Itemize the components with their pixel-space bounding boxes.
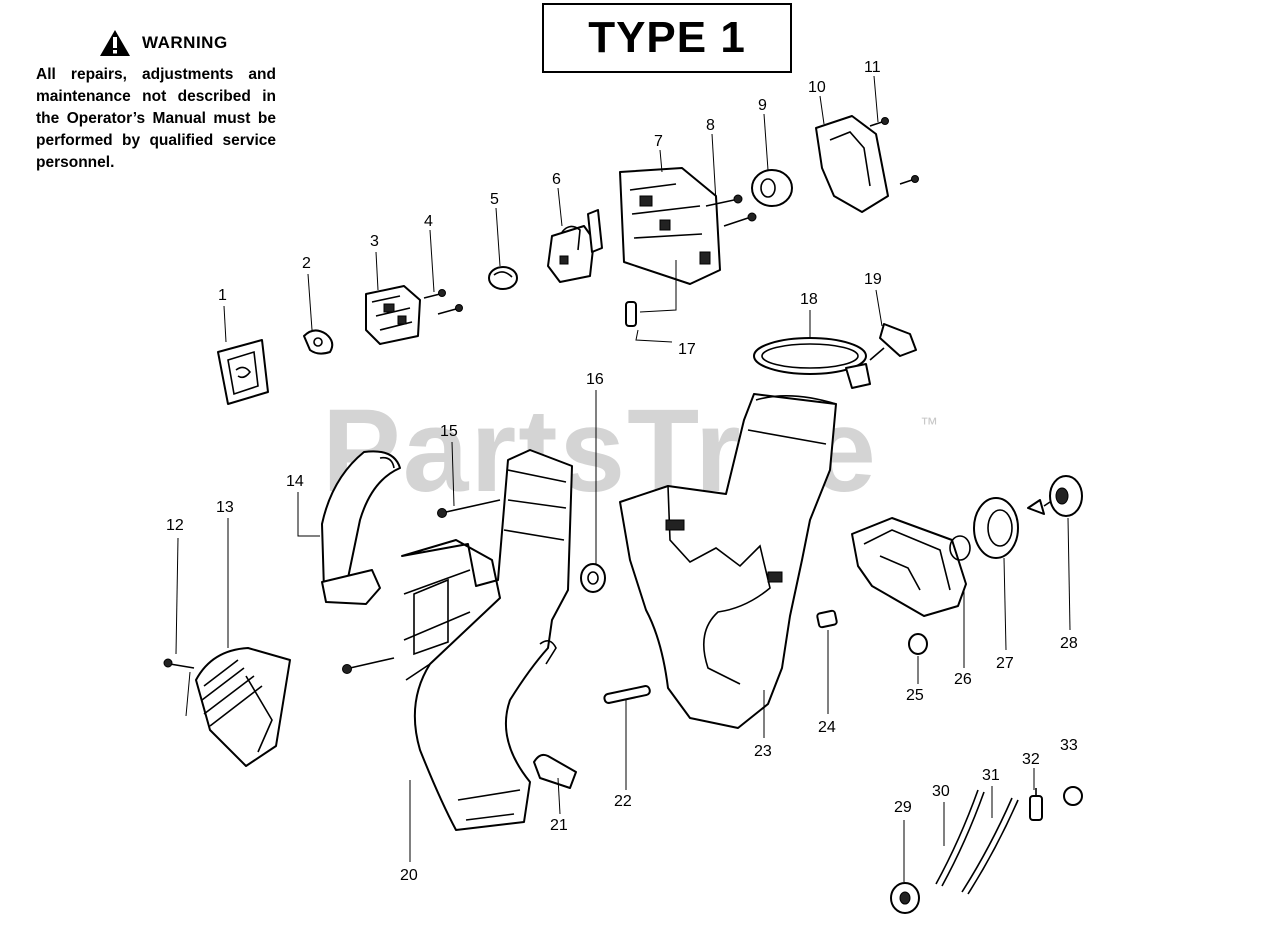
part-2-clip	[303, 329, 334, 355]
warning-text: All repairs, adjustments and maintenance…	[36, 66, 276, 171]
callout-26: 26	[954, 671, 972, 688]
warning-notice: WARNING All repairs, adjustments and mai…	[36, 28, 276, 174]
callout-17: 17	[678, 341, 696, 358]
part-32-fuel-filter	[1029, 788, 1043, 821]
callout-14: 14	[286, 473, 304, 490]
callout-31: 31	[982, 767, 1000, 784]
callout-33: 33	[1060, 737, 1078, 754]
callout-6: 6	[552, 171, 561, 188]
callout-30: 30	[932, 783, 950, 800]
callout-18: 18	[800, 291, 818, 308]
part-15-long-bolt	[437, 499, 501, 518]
callout-1: 1	[218, 287, 227, 304]
callout-23: 23	[754, 743, 772, 760]
callout-20: 20	[400, 867, 418, 884]
callout-labels: 1 2 3 4 5 6 7 8 9 10 11 12 13 14 15 16 1…	[166, 59, 1078, 884]
part-8-bolts	[705, 194, 757, 227]
callout-5: 5	[490, 191, 499, 208]
part-20-screw	[342, 664, 352, 674]
callout-3: 3	[370, 233, 379, 250]
part-10-shield	[815, 115, 889, 213]
part-23-right-housing	[619, 393, 837, 729]
part-24-clip	[816, 609, 838, 629]
part-18-clamp	[753, 337, 871, 389]
callout-28: 28	[1060, 635, 1078, 652]
part-33-grommet	[1063, 786, 1083, 806]
part-14-handle	[321, 450, 401, 605]
part-30-fuel-line	[935, 789, 985, 887]
part-19-knob	[869, 323, 917, 361]
callout-2: 2	[302, 255, 311, 272]
part-31-fuel-line	[961, 797, 1019, 895]
part-7-cover-plate	[619, 167, 721, 285]
callout-10: 10	[808, 79, 826, 96]
part-25-grommet	[908, 633, 928, 655]
watermark-trademark: ™	[920, 414, 938, 434]
part-13-filter-cover	[195, 647, 291, 767]
callout-11: 11	[864, 59, 881, 76]
warning-triangle-icon	[100, 30, 130, 56]
part-9-bearing	[751, 169, 793, 207]
type-title: TYPE 1	[588, 13, 746, 62]
callout-8: 8	[706, 117, 715, 134]
part-28-impeller	[1027, 475, 1083, 517]
callout-19: 19	[864, 271, 882, 288]
part-4-screws	[423, 289, 463, 315]
callout-25: 25	[906, 687, 924, 704]
part-27-seal	[973, 497, 1019, 559]
callout-16: 16	[586, 371, 604, 388]
callout-13: 13	[216, 499, 234, 516]
part-1-gasket	[217, 339, 269, 405]
warning-header: WARNING	[98, 28, 276, 58]
part-26-fan-housing	[851, 517, 971, 617]
callout-9: 9	[758, 97, 767, 114]
callout-4: 4	[424, 213, 433, 230]
part-6-bracket	[547, 209, 603, 283]
part-12-screw	[163, 658, 195, 717]
part-11-screws	[869, 117, 919, 185]
leader-lines	[175, 75, 1071, 882]
type-title-box: TYPE 1	[542, 3, 792, 73]
part-3-carburetor	[365, 285, 421, 345]
part-5-cap	[488, 266, 518, 290]
part-20-left-housing	[401, 449, 573, 831]
part-22-pin	[603, 685, 651, 704]
part-29-washer	[890, 882, 920, 914]
callout-27: 27	[996, 655, 1014, 672]
callout-32: 32	[1022, 751, 1040, 768]
callout-24: 24	[818, 719, 836, 736]
callout-12: 12	[166, 517, 184, 534]
callout-15: 15	[440, 423, 458, 440]
warning-title: WARNING	[142, 33, 228, 52]
callout-22: 22	[614, 793, 632, 810]
callout-7: 7	[654, 133, 663, 150]
part-17-sleeve	[625, 301, 637, 327]
callout-29: 29	[894, 799, 912, 816]
part-16-nut	[580, 563, 606, 593]
callout-21: 21	[550, 817, 568, 834]
part-21-latch	[533, 753, 577, 789]
